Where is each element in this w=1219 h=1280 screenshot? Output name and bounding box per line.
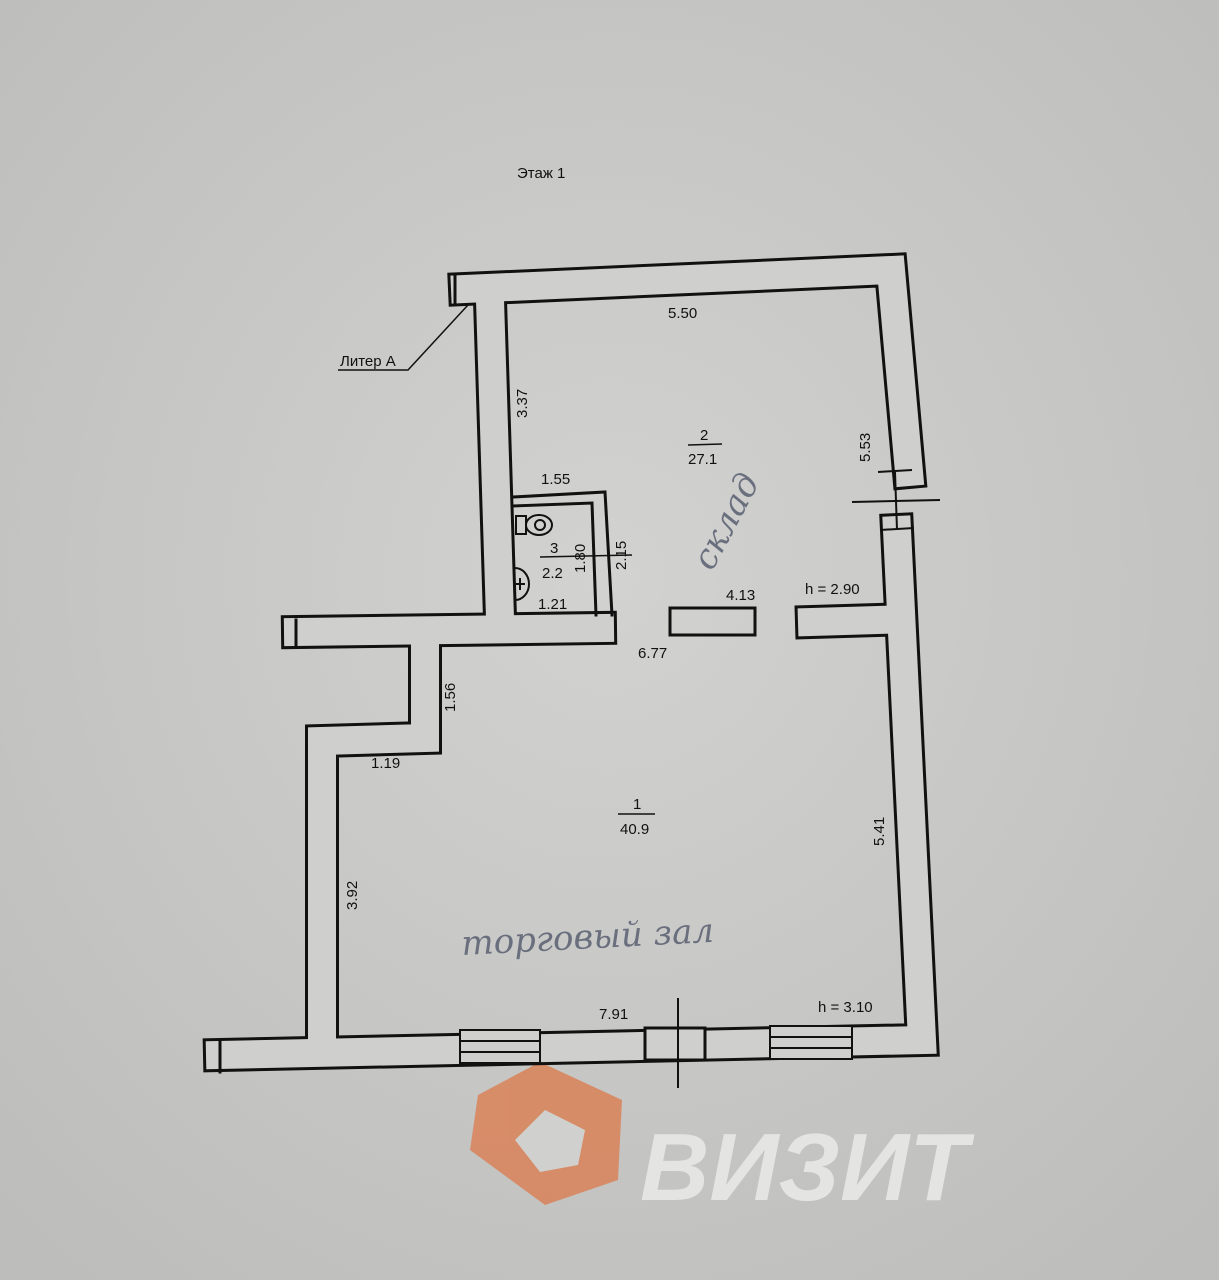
walls [202,252,940,1074]
height-room2: h = 2.90 [805,581,860,598]
room1-number: 1 [633,796,641,813]
watermark-text: ВИЗИТ [640,1114,975,1221]
room2-area: 27.1 [688,451,717,468]
room1-area: 40.9 [620,821,649,838]
dim-5-41: 5.41 [871,817,888,846]
window-bottom-left [459,1029,541,1064]
dim-5-50: 5.50 [668,305,697,322]
dim-6-77: 6.77 [638,645,667,662]
dim-1-56: 1.56 [442,683,459,712]
room3-fraction-line [539,554,633,558]
entrance-door [643,998,707,1088]
column-box [668,606,757,637]
dim-1-21: 1.21 [538,596,567,613]
height-room1: h = 3.10 [818,999,873,1016]
dim-1-80: 1.80 [572,544,589,573]
dim-3-92: 3.92 [344,881,361,910]
dim-1-55: 1.55 [541,471,570,488]
toilet-icon [515,514,553,536]
dim-5-53: 5.53 [857,433,874,462]
liter-leader-line [338,304,469,371]
dim-4-13: 4.13 [726,587,755,604]
room2-number: 2 [700,427,708,444]
dim-3-37: 3.37 [514,389,531,418]
dim-1-19: 1.19 [371,755,400,772]
liter-label: Литер А [340,353,396,370]
dim-2-15: 2.15 [613,541,630,570]
vizit-logo-icon [470,1062,622,1205]
window-right [851,469,941,531]
room2-fraction-line [687,443,723,446]
window-bottom-right [769,1025,853,1060]
dim-7-91: 7.91 [599,1006,628,1023]
sink-icon [514,567,530,601]
room3-number: 3 [550,540,558,557]
floor-title: Этаж 1 [517,165,565,182]
room3-area: 2.2 [542,565,563,582]
